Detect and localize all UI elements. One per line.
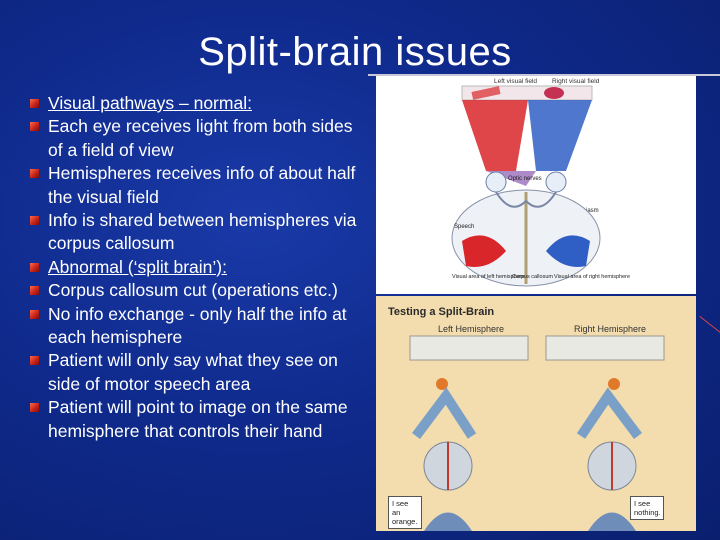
right-hemisphere-label: Right Hemisphere	[574, 324, 647, 334]
bullet-text: Visual pathways – normal:	[48, 93, 252, 113]
left-hemisphere-label: Left Hemisphere	[438, 324, 505, 334]
orange-icon	[608, 378, 620, 390]
beam-crossing	[486, 171, 566, 186]
bullet-square-icon	[30, 262, 39, 272]
visual-pathways-svg: Left visual field Right visual field Opt…	[451, 78, 630, 287]
split-brain-test-figure: Testing a Split-Brain Left Hemisphere Ri…	[376, 296, 696, 531]
optic-tracts	[495, 191, 557, 208]
left-field-label: Left visual field	[494, 78, 537, 85]
bullet-item: Corpus callosum cut (operations etc.)	[28, 279, 358, 302]
bullet-text: Info is shared between hemispheres via c…	[48, 210, 357, 254]
speech-bubble-left: I see an orange.	[388, 496, 422, 529]
bullet-text: Abnormal (‘split brain’):	[48, 256, 227, 277]
right-arms	[576, 387, 642, 439]
bullet-item: Patient will only say what they see on s…	[28, 349, 358, 396]
bullet-list: Visual pathways – normal: Each eye recei…	[28, 92, 358, 443]
bullet-item: Visual pathways – normal:	[28, 92, 358, 115]
speech-label: Speech	[454, 224, 474, 230]
bullet-square-icon	[30, 286, 39, 296]
bullet-item: Each eye receives light from both sides …	[28, 115, 358, 162]
left-visual-area	[462, 235, 506, 267]
bullet-square-icon	[30, 99, 39, 108]
left-eye	[485, 171, 507, 193]
bullet-text: Each eye receives light from both sides …	[48, 116, 353, 160]
left-patient-body	[424, 512, 472, 531]
left-field-object	[471, 86, 501, 100]
title-divider	[368, 74, 720, 76]
visual-pathways-diagram: Left visual field Right visual field Opt…	[376, 76, 696, 294]
orange-icon	[436, 378, 448, 390]
right-field-beam	[528, 100, 592, 171]
slide-title: Split-brain issues	[198, 30, 512, 74]
right-screen	[545, 335, 665, 361]
left-screen	[409, 335, 529, 361]
bullet-square-icon	[30, 122, 39, 132]
bullet-item: No info exchange - only half the info at…	[28, 303, 358, 350]
visual-area-left-label: Visual area of left hemisphere	[452, 274, 525, 280]
bullet-item: Hemispheres receives info of about half …	[28, 162, 358, 209]
bullet-text: Patient will only say what they see on s…	[48, 350, 338, 394]
bullet-square-icon	[30, 216, 39, 226]
right-field-object	[544, 87, 564, 99]
bullet-text: Hemispheres receives info of about half …	[48, 163, 356, 207]
bullet-item: Patient will point to image on the same …	[28, 396, 358, 443]
bullet-text: No info exchange - only half the info at…	[48, 303, 347, 348]
bullet-square-icon	[30, 309, 39, 319]
speech-bubble-right: I see nothing.	[630, 496, 664, 520]
bullet-item: Abnormal (‘split brain’):	[28, 256, 358, 279]
right-patient-body	[588, 512, 636, 531]
left-arms	[412, 387, 477, 439]
decorative-line	[699, 316, 720, 342]
bullet-item: Info is shared between hemispheres via c…	[28, 209, 358, 256]
bullet-text: Patient will point to image on the same …	[48, 397, 348, 441]
right-eye	[545, 171, 567, 193]
bullet-square-icon	[30, 403, 39, 413]
corpus-callosum-label: Corpus callosum	[512, 274, 553, 280]
split-brain-test-svg	[409, 335, 665, 531]
figure-caption: Testing a Split-Brain	[388, 306, 495, 318]
visual-area-right-label: Visual area of right hemisphere	[554, 274, 630, 280]
left-field-beam	[462, 100, 528, 171]
right-field-label: Right visual field	[552, 78, 600, 85]
optic-nerves-label: Optic nerves	[508, 176, 542, 182]
bullet-text: Corpus callosum cut (operations etc.)	[48, 280, 338, 301]
bullet-square-icon	[30, 356, 39, 366]
bullet-square-icon	[30, 169, 39, 179]
right-visual-area	[546, 235, 590, 267]
